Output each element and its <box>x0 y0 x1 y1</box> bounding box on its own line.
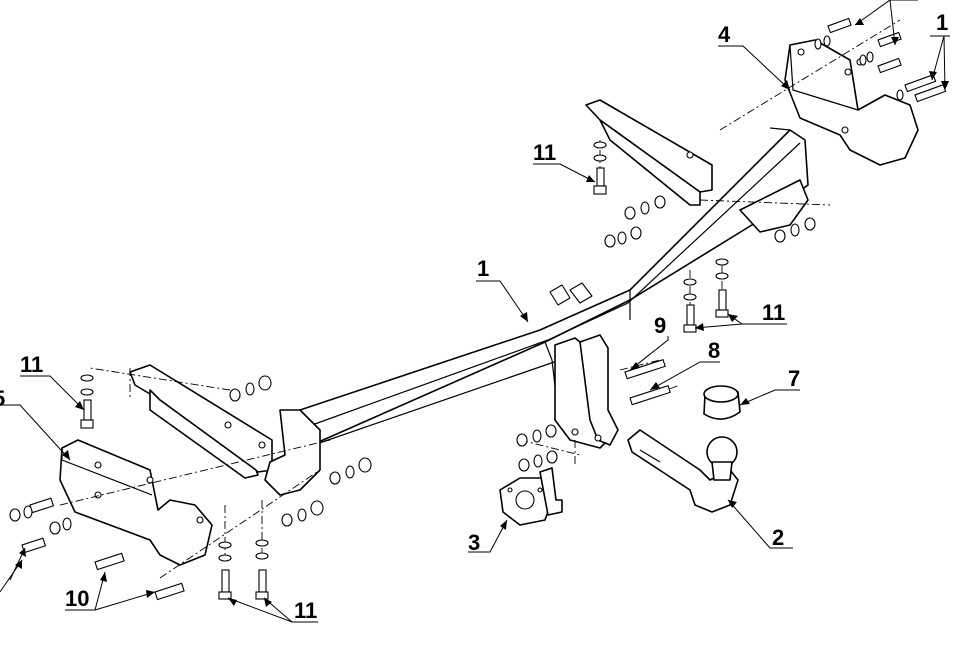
callout-3: 3 <box>468 530 480 555</box>
fastener-hardware <box>9 17 947 601</box>
callout-5: 5 <box>0 386 5 411</box>
callout-10: 10 <box>65 586 89 611</box>
callout-11-right: 11 <box>762 300 785 325</box>
callout-1-top: 1 <box>936 10 948 35</box>
cross-beam <box>299 127 809 449</box>
callout-arrowheads <box>15 18 949 607</box>
callout-11-top: 11 <box>533 140 556 165</box>
left-mounting-bracket <box>129 364 321 496</box>
callout-9: 9 <box>654 313 666 338</box>
ball-cover <box>703 385 741 420</box>
callout-1-beam: 1 <box>477 256 489 281</box>
callout-11-bottom: 11 <box>294 598 317 623</box>
center-drop-bracket <box>554 334 619 449</box>
callout-4: 4 <box>718 22 731 47</box>
callout-2: 2 <box>772 525 784 550</box>
socket-plate <box>499 467 563 526</box>
right-mounting-bracket <box>585 99 809 233</box>
assembly-center-lines <box>59 19 901 579</box>
side-plate-left <box>59 439 213 566</box>
tow-ball-neck <box>627 429 739 513</box>
callout-11-left: 11 <box>20 352 43 377</box>
callout-8: 8 <box>708 338 720 363</box>
callout-7: 7 <box>788 366 800 391</box>
callout-labels: 1 1 2 3 4 5 7 8 9 10 11 11 11 11 <box>0 10 948 623</box>
